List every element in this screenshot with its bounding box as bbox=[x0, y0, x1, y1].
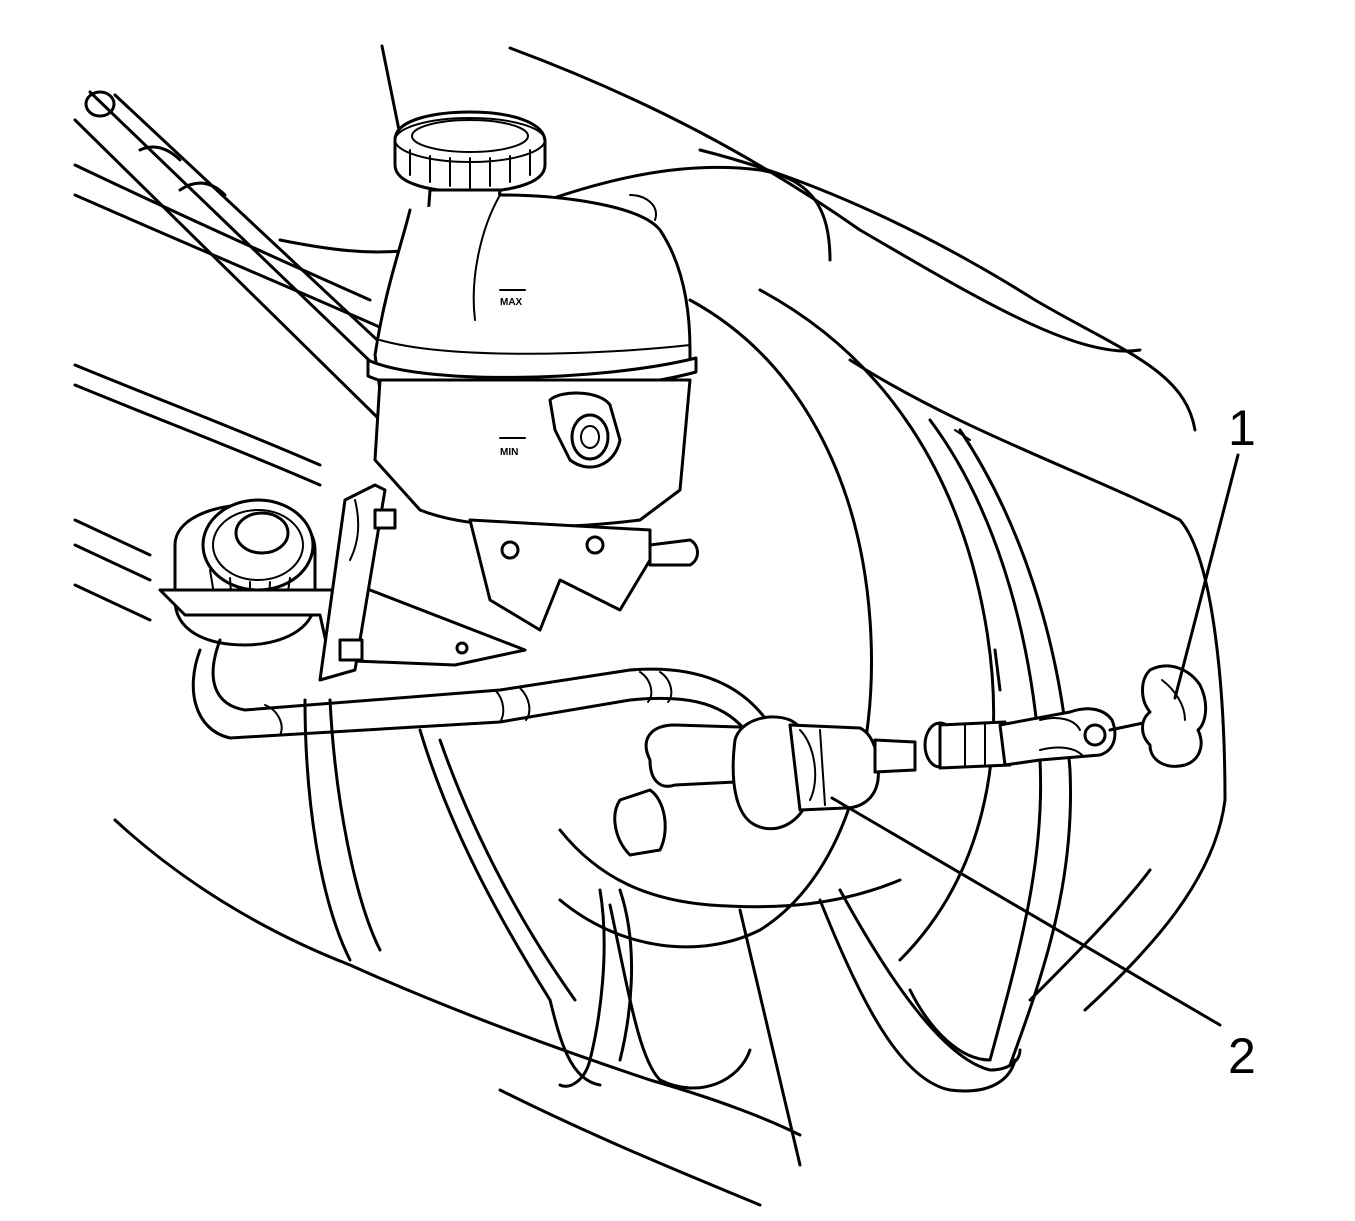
callout-1-leader bbox=[1173, 453, 1240, 700]
vehicle-body-outline bbox=[73, 46, 1227, 1207]
firewall-access-hole bbox=[1141, 664, 1208, 768]
callout-2-label: 2 bbox=[1228, 1028, 1256, 1084]
brake-fluid-reservoir: MAX MIN bbox=[366, 44, 699, 632]
callout-2-leader bbox=[830, 796, 1222, 1027]
clutch-fluid-reservoir bbox=[158, 483, 527, 682]
lower-bracket-contours bbox=[303, 698, 902, 1167]
callout-1-label: 1 bbox=[1228, 400, 1256, 456]
clutch-fluid-hose bbox=[191, 638, 772, 740]
reservoir-max-mark: MAX bbox=[500, 297, 523, 308]
steering-shaft-tube bbox=[73, 90, 422, 422]
clutch-master-cylinder bbox=[613, 707, 1197, 857]
reservoir-min-mark: MIN bbox=[500, 447, 518, 458]
